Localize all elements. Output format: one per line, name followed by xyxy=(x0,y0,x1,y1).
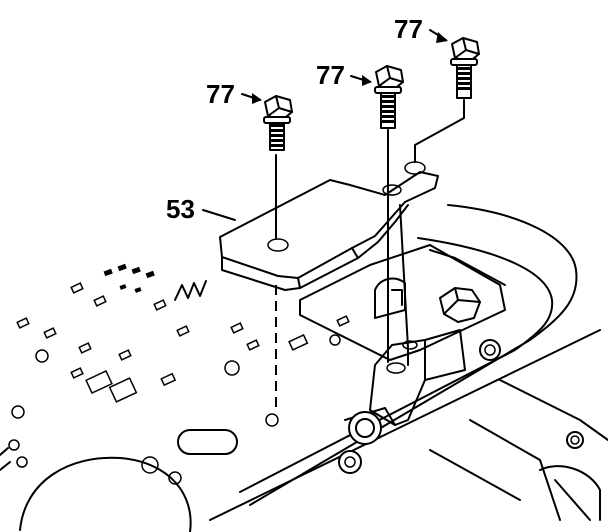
bolt-left-icon xyxy=(263,95,293,151)
plate-nut-small-icon xyxy=(338,450,362,474)
alignment-lines xyxy=(275,99,465,410)
callout-53-bracket: 53 xyxy=(166,194,195,224)
valve-body-plate xyxy=(0,204,608,532)
callout-leaders xyxy=(202,29,448,221)
callout-77-left: 77 xyxy=(206,79,235,109)
hex-nut-icon xyxy=(439,287,481,323)
callout-77-right: 77 xyxy=(394,14,423,44)
bolt-middle-icon xyxy=(374,65,404,129)
oblong-port xyxy=(177,429,238,455)
large-bore-circle xyxy=(19,456,192,532)
raised-boss xyxy=(299,244,506,361)
bracket-53 xyxy=(219,161,439,291)
small-bore xyxy=(141,456,159,474)
arrow-marking-icon xyxy=(174,280,207,301)
bracket-hole-left xyxy=(267,238,289,252)
pillar-pedestal xyxy=(369,339,426,426)
bracket-hole-lower xyxy=(265,413,279,427)
bolt-right-icon xyxy=(450,37,480,99)
plate-bolt-icon xyxy=(348,411,382,445)
callout-77-middle: 77 xyxy=(316,60,345,90)
bracket-hole-middle xyxy=(382,184,402,196)
plate-nut-edge-icon xyxy=(566,431,584,449)
bracket-hole-right xyxy=(404,161,426,175)
plate-nut-right-icon xyxy=(479,339,501,361)
